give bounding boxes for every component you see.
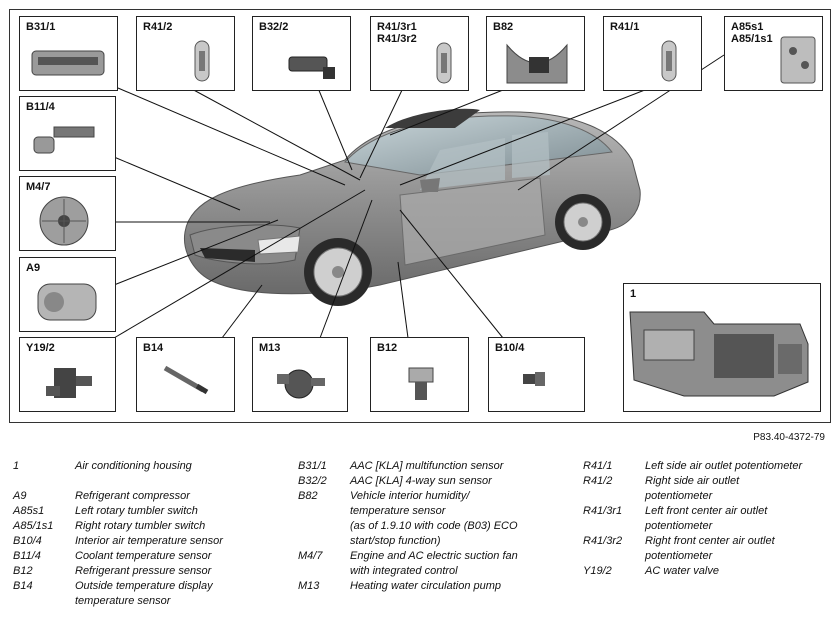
callout-b82: B82: [486, 16, 585, 91]
callout-label: B31/1: [26, 21, 56, 33]
callout-label: B10/4: [495, 342, 525, 354]
callout-label: R41/2: [143, 21, 173, 33]
callout-m13: M13: [252, 337, 348, 412]
interior-temp-sensor-icon: [523, 372, 545, 386]
callout-label: B14: [143, 342, 164, 354]
callout-label: R41/1: [610, 21, 640, 33]
callout-r41-1: R41/1: [603, 16, 702, 91]
car-body: [183, 108, 641, 306]
callout-label: M13: [259, 342, 281, 354]
car-illustration: [113, 54, 725, 339]
callout-b10-4: B10/4: [488, 337, 585, 412]
callout-label: M4/7: [26, 181, 51, 193]
callout-b11-4: B11/4: [19, 96, 116, 171]
suction-fan-icon: [39, 196, 89, 246]
callout-label: B12: [377, 342, 398, 354]
callout-r41-2: R41/2: [136, 16, 235, 91]
potentiometer-icon: [436, 42, 452, 84]
callout-b32-2: B32/2: [252, 16, 351, 91]
callout-label: B82: [493, 21, 514, 33]
water-valve-icon: [46, 368, 92, 398]
potentiometer-icon: [661, 40, 677, 82]
callout-b31-1: B31/1: [19, 16, 118, 91]
outside-temp-sensor-icon: [163, 365, 209, 395]
callout-label: A85s1 A85/1s1: [731, 21, 773, 45]
callout-y19-2: Y19/2: [19, 337, 116, 412]
callout-a9: A9: [19, 257, 116, 332]
leader-lines: [113, 54, 725, 339]
callout-m4-7: M4/7: [19, 176, 116, 251]
callout-r41-3: R41/3r1 R41/3r2: [370, 16, 469, 91]
callout-a85: A85s1 A85/1s1: [724, 16, 823, 91]
figure-reference: P83.40-4372-79: [753, 432, 825, 443]
callout-b14: B14: [136, 337, 235, 412]
multifunction-sensor-icon: [31, 50, 105, 76]
humidity-sensor-icon: [506, 43, 568, 84]
callout-label: B32/2: [259, 21, 289, 33]
callout-label: B11/4: [26, 101, 55, 113]
callout-label: Y19/2: [26, 342, 55, 354]
ac-housing-icon: [629, 311, 809, 397]
callout-label: R41/3r1 R41/3r2: [377, 21, 417, 45]
coolant-sensor-icon: [33, 126, 95, 154]
compressor-icon: [37, 283, 97, 321]
pressure-sensor-icon: [408, 367, 434, 400]
legend-spacer: [13, 474, 293, 489]
rotary-switch-icon: [780, 36, 816, 84]
circulation-pump-icon: [277, 369, 325, 399]
potentiometer-icon: [194, 40, 210, 82]
callout-label: A9: [26, 262, 41, 274]
sun-sensor-icon: [288, 56, 335, 79]
callout-ac-housing: 1: [623, 283, 821, 412]
callout-label: 1: [630, 288, 637, 300]
callout-b12: B12: [370, 337, 469, 412]
